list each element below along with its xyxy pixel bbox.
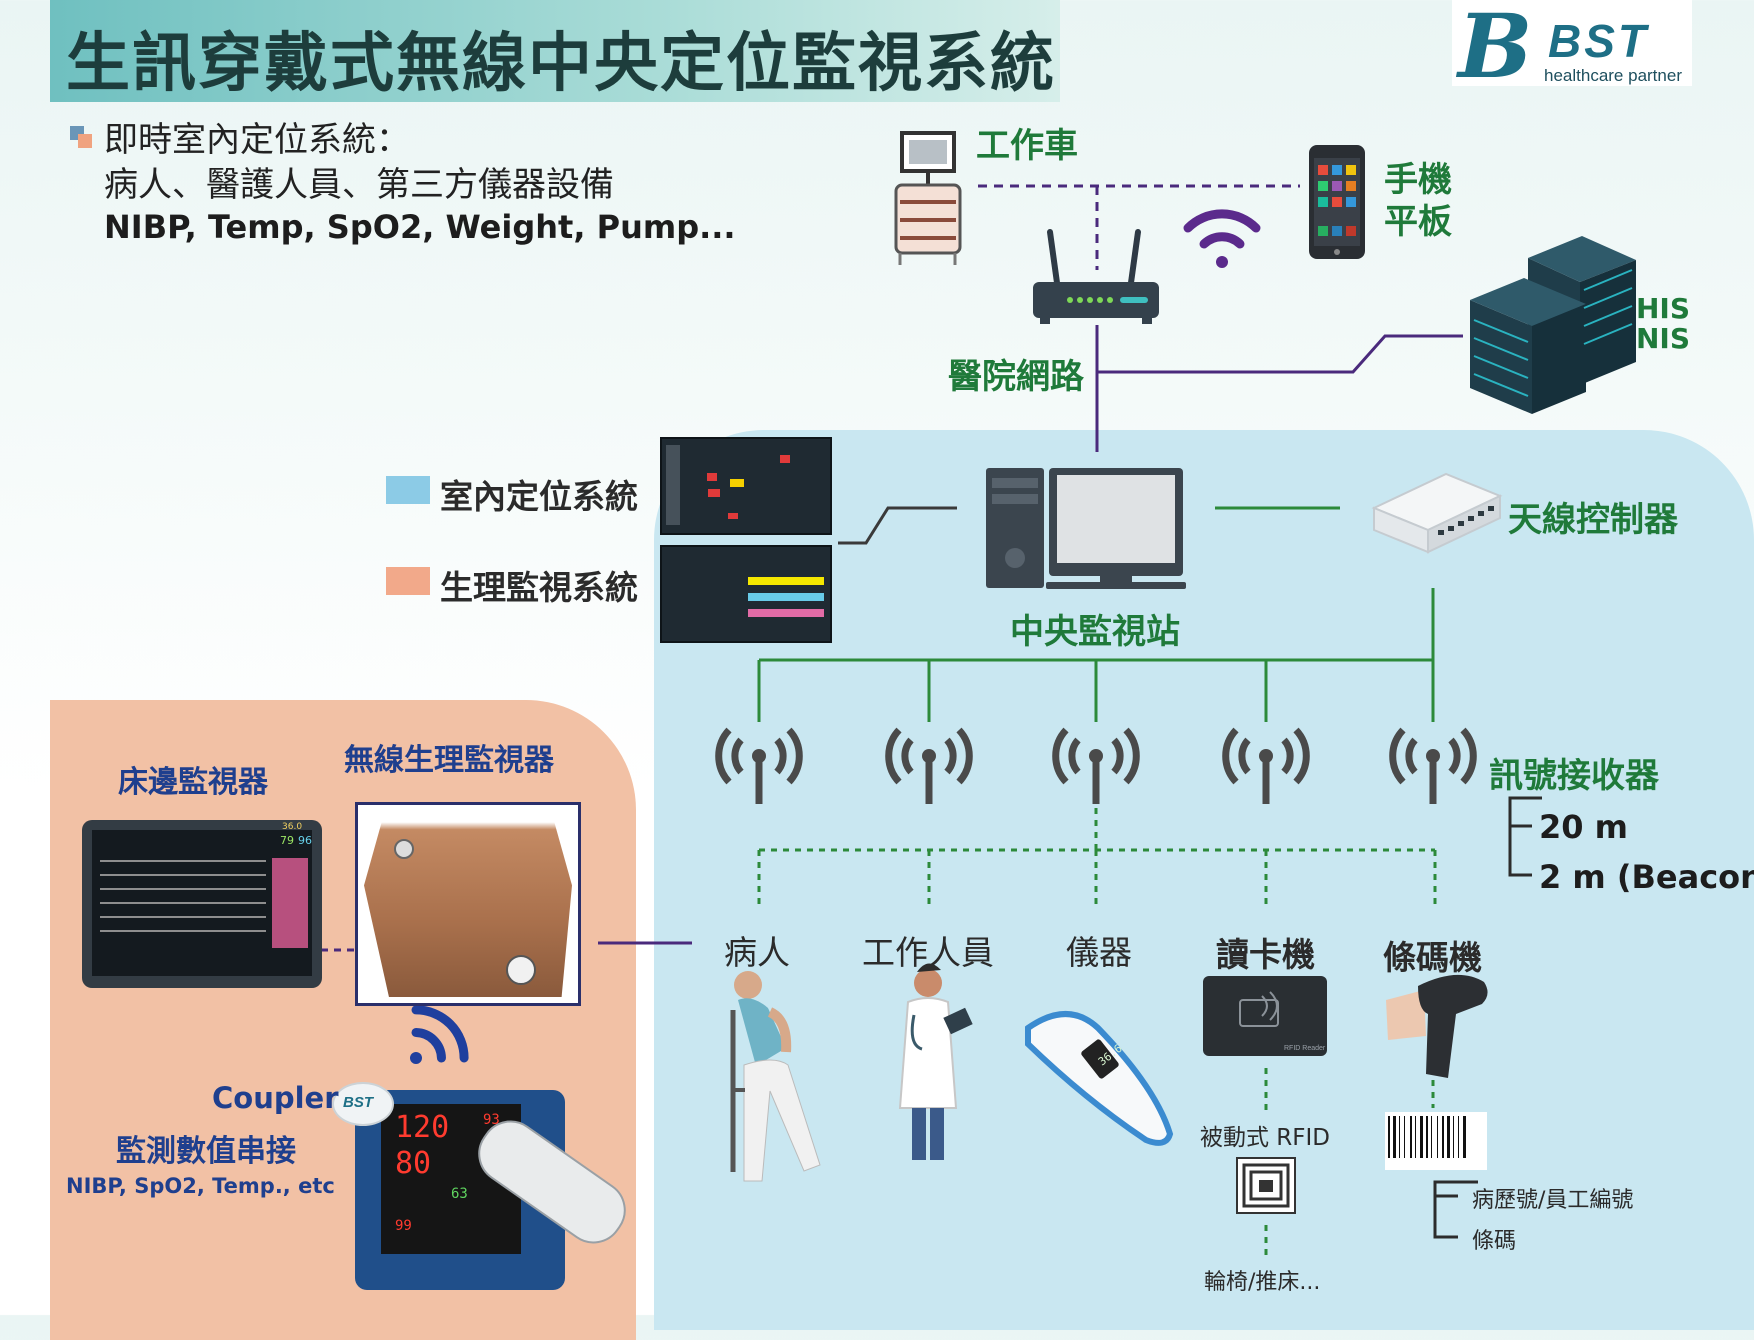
legend-label-physio: 生理監視系統 <box>440 568 638 607</box>
barcode-label: 條碼 <box>1472 1229 1517 1254</box>
bst-logo <box>1452 0 1692 86</box>
passive-rfid-label: 被動式 RFID <box>1200 1125 1331 1151</box>
his-label: HIS <box>1636 292 1691 325</box>
wireless-monitor-photo <box>355 802 581 1006</box>
nis-label: NIS <box>1636 322 1691 355</box>
bst-logo-tagline: healthcare partner <box>1544 66 1682 85</box>
target-staff: 工作人員 <box>862 933 994 972</box>
barcode-scanner-graphic <box>1386 974 1488 1078</box>
router-graphic <box>1033 229 1159 324</box>
patient-figure <box>730 971 821 1182</box>
cart-label: 工作車 <box>976 126 1078 166</box>
bedside-monitor-readout-b: 96 <box>298 834 312 847</box>
vital-dia-readout: 80 <box>395 1146 432 1181</box>
serial-label: 監測數值串接 <box>116 1134 296 1169</box>
vital-sys-readout: 120 <box>395 1110 450 1145</box>
intro-line-1: 即時室內定位系統： <box>104 120 410 160</box>
physio-monitor-screenshot <box>660 545 832 643</box>
coupler-bst-badge: BST <box>332 1082 394 1126</box>
barcode-graphic <box>1385 1112 1487 1170</box>
range-2m-beacon: 2 m (Beacon) <box>1539 858 1754 896</box>
rfid-tag-graphic <box>1236 1157 1296 1214</box>
central-station-label: 中央監視站 <box>1010 612 1180 652</box>
bedside-monitor-readout-a: 79 <box>280 834 294 847</box>
target-card-reader: 讀卡機 <box>1216 935 1315 974</box>
staff-figure <box>898 963 973 1160</box>
rfid-reader-text: RFID Reader <box>1284 1045 1326 1052</box>
bedside-monitor-label: 床邊監視器 <box>118 765 268 800</box>
indoor-positioning-region <box>654 430 1754 1330</box>
phone-graphic <box>1309 145 1365 259</box>
coupler-label: Coupler <box>212 1081 339 1115</box>
coupler-bst-badge-text: BST <box>343 1094 373 1111</box>
mobile-label-2: 平板 <box>1384 202 1452 242</box>
vital-spo2-readout: 99 <box>395 1218 412 1234</box>
title-bar <box>50 0 1060 102</box>
bullet-icon-accent <box>78 134 92 148</box>
wheelchair-label: 輪椅/推床... <box>1204 1270 1321 1295</box>
params-label: NIBP, SpO2, Temp., etc <box>66 1174 335 1198</box>
legend-swatch-indoor <box>386 476 430 504</box>
cart-graphic <box>894 131 962 265</box>
receiver-label: 訊號接收器 <box>1489 756 1659 796</box>
bst-logo-mark: B <box>1458 0 1533 98</box>
ear-thermometer-graphic <box>1025 1011 1174 1146</box>
intro-line-3: NIBP, Temp, SpO2, Weight, Pump... <box>104 208 736 246</box>
intro-line-2: 病人、醫護人員、第三方儀器設備 <box>104 165 614 205</box>
central-station-computer <box>986 468 1186 589</box>
legend-label-indoor: 室內定位系統 <box>440 477 638 516</box>
barcode-record-label: 病歷號/員工編號 <box>1472 1188 1634 1213</box>
antenna-controller-label: 天線控制器 <box>1508 500 1678 540</box>
target-patient: 病人 <box>724 933 790 972</box>
bst-logo-name: BST <box>1548 15 1649 67</box>
range-20m: 20 m <box>1539 808 1629 846</box>
server-graphic <box>1470 236 1636 414</box>
rfid-reader-graphic <box>1203 976 1327 1056</box>
bedside-monitor-readout-c: 36.0 <box>282 822 303 832</box>
target-instrument: 儀器 <box>1066 933 1132 972</box>
bedside-monitor: 79 96 36.0 <box>82 820 322 988</box>
location-map-screenshot <box>660 437 832 535</box>
vital-pr-readout: 63 <box>451 1186 468 1202</box>
antenna-controller-graphic <box>1371 472 1503 554</box>
hospital-network-label: 醫院網路 <box>948 357 1084 397</box>
page-title: 生訊穿戴式無線中央定位監視系統 <box>66 27 1056 101</box>
legend-swatch-physio <box>386 567 430 595</box>
wireless-monitor-label: 無線生理監視器 <box>344 743 554 778</box>
mobile-label-1: 手機 <box>1384 160 1452 200</box>
target-barcode-scanner: 條碼機 <box>1383 938 1482 977</box>
receiver-antennas <box>715 727 1477 804</box>
